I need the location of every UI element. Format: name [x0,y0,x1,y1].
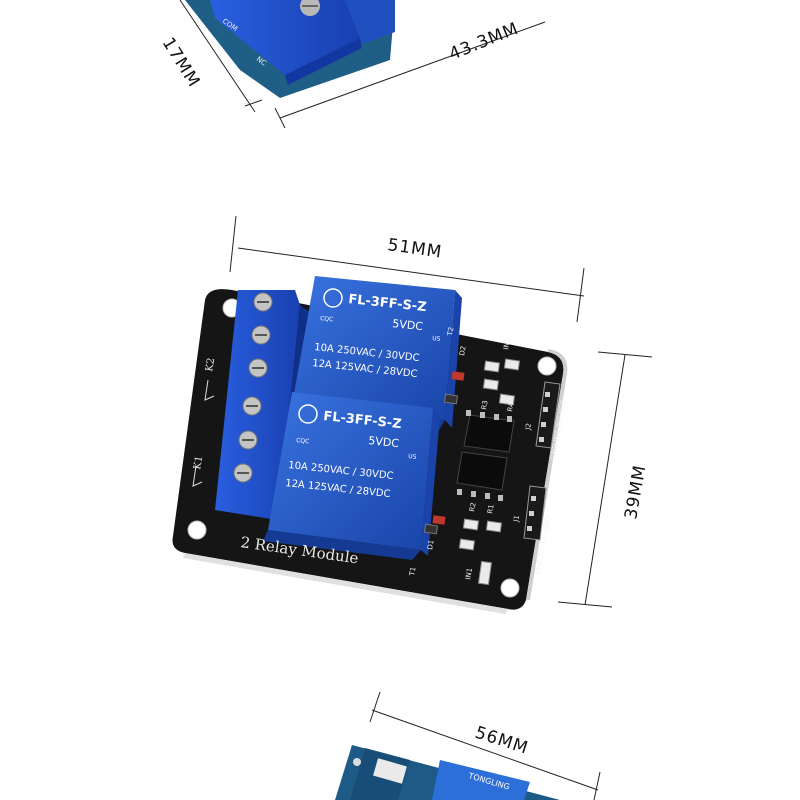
dim-label-51mm: 51MM [386,235,443,262]
dim-label-39mm: 39MM [621,463,650,521]
smd-components [423,358,521,586]
top-relay-module: COM NC [185,0,395,98]
dim-tick [244,99,263,107]
silk-j2: J2 [524,423,533,432]
optocoupler-chips [456,410,515,501]
dim-tick [369,691,381,723]
dim-label-433mm: 43.3MM [446,19,521,65]
relay-upper-us: US [432,335,441,343]
dim-label-17mm: 17MM [158,34,204,91]
silk-r2: R2 [468,502,477,513]
relay-lower-cert: CQC [296,437,310,445]
dim-line-51mm [237,247,585,297]
led-icon [432,515,446,525]
dim-tick [593,771,601,800]
relay-lower-voltage: 5VDC [368,434,400,450]
silk-r4: R4 [506,401,516,412]
dim-tick [229,215,237,273]
silk-j1: J1 [512,515,521,524]
relay-lower-us: US [408,453,417,461]
dim-line-56mm [371,709,599,791]
dim-line-39mm [584,354,626,606]
dim-label-56mm: 56MM [472,723,530,759]
silk-in2: IN2 [502,337,512,350]
relay-lower: FL-3FF-S-Z CQC 5VDC US 10A 250VAC / 30VD… [263,392,440,560]
top-terminal-block [210,0,360,75]
brand-logo-icon [323,288,343,308]
bottom-relay-module: TONGLING [335,745,560,800]
bottom-dimensions [369,691,601,800]
silk-t1: T1 [408,566,418,577]
silk-k2: K2 [204,357,217,373]
relay-upper-cert: CQC [320,315,334,323]
relay-upper-voltage: 5VDC [392,317,424,333]
screw-icon [300,0,320,16]
silk-d2: D2 [458,345,468,356]
dim-tick [274,107,286,129]
silk-r3: R3 [480,400,489,411]
main-dimensions [229,215,653,608]
mounting-hole [500,578,520,598]
pin-headers [523,381,561,541]
dim-line-17mm-a [179,0,256,113]
silk-t2: T2 [446,326,456,337]
brand-logo-icon [298,404,318,424]
dim-tick [597,351,653,358]
top-dimensions [179,0,546,129]
terminal-screws [233,292,273,483]
silk-r1: R1 [486,504,495,515]
main-relay-module: K2 K1 FL-3FF-S-Z CQC 5VDC US 10A 250VAC … [172,276,568,614]
dim-tick [576,267,585,323]
dim-tick [557,601,613,608]
led-icon [451,371,465,381]
silk-d1: D1 [426,539,436,550]
mounting-hole [187,520,207,540]
bottom-relay-body [432,760,530,800]
mounting-hole [537,356,557,376]
dim-line-433mm [279,21,546,119]
silk-in1: IN1 [464,567,474,580]
top-relay-body [345,0,395,44]
